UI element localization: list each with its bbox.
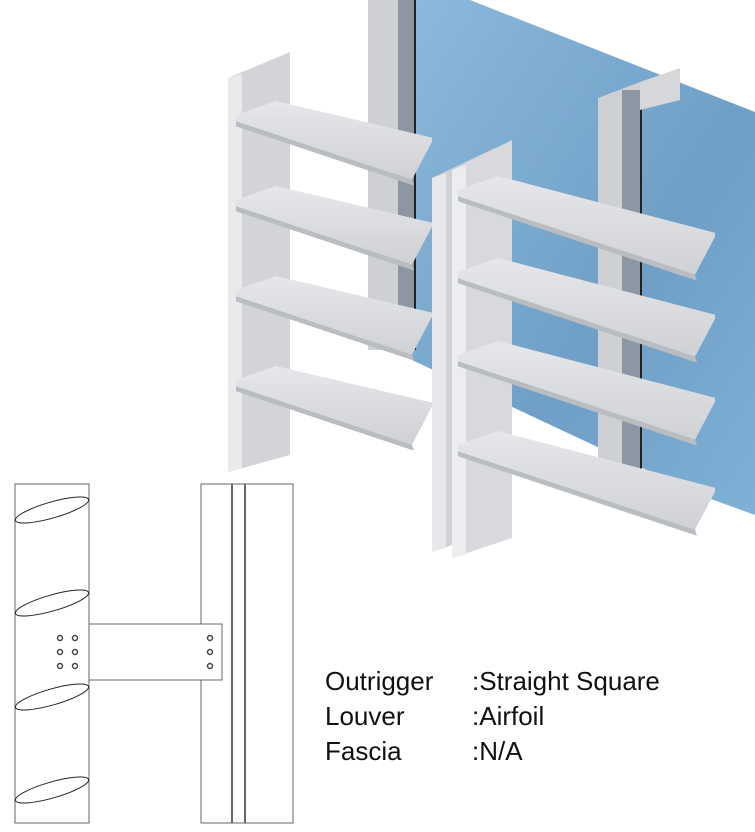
louver-blade <box>236 101 432 180</box>
bolt-icon <box>56 662 64 670</box>
spec-fascia: Fascia :N/A <box>325 734 660 769</box>
louver-edge <box>458 278 697 363</box>
spec-label: Fascia <box>325 736 402 766</box>
spec-outrigger: Outrigger :Straight Square <box>325 664 660 699</box>
louver-section-ellipse <box>14 589 90 617</box>
spec-list: Outrigger :Straight Square Louver :Airfo… <box>325 664 660 769</box>
bolt-icon <box>56 634 64 642</box>
bracket-outline <box>88 623 223 681</box>
spec-value: :N/A <box>472 736 523 766</box>
louver-edge <box>458 361 697 446</box>
spec-value: :Airfoil <box>472 701 545 731</box>
louver-blade <box>458 176 715 275</box>
louver-section-ellipse <box>14 683 90 711</box>
louver-blade <box>458 341 715 440</box>
spec-label: Outrigger <box>325 666 434 696</box>
spec-label: Louver <box>325 701 405 731</box>
bolt-icon <box>206 648 214 656</box>
louver-edge <box>236 206 414 271</box>
outrigger-outline <box>14 483 90 824</box>
spec-louver: Louver :Airfoil <box>325 699 660 734</box>
spec-value: :Straight Square <box>472 666 660 696</box>
bolt-icon <box>206 634 214 642</box>
louver-edge <box>458 196 697 281</box>
louver-blade <box>236 186 432 265</box>
louver-blade <box>236 276 432 355</box>
louver-edge <box>236 386 414 451</box>
bolt-icon <box>56 648 64 656</box>
bolt-icon <box>71 634 79 642</box>
louver-blade <box>458 431 715 530</box>
bolt-icon <box>71 662 79 670</box>
louver-edge <box>236 121 414 186</box>
bolt-icon <box>71 648 79 656</box>
louver-blade <box>236 366 432 445</box>
louver-blade <box>458 258 715 357</box>
louver-section-ellipse <box>14 776 90 804</box>
louver-edge <box>458 451 697 536</box>
louver-edge <box>236 296 414 361</box>
louver-section-ellipse <box>14 496 90 524</box>
plan-drawing <box>14 483 294 824</box>
bolt-icon <box>206 662 214 670</box>
louvers <box>236 101 715 536</box>
